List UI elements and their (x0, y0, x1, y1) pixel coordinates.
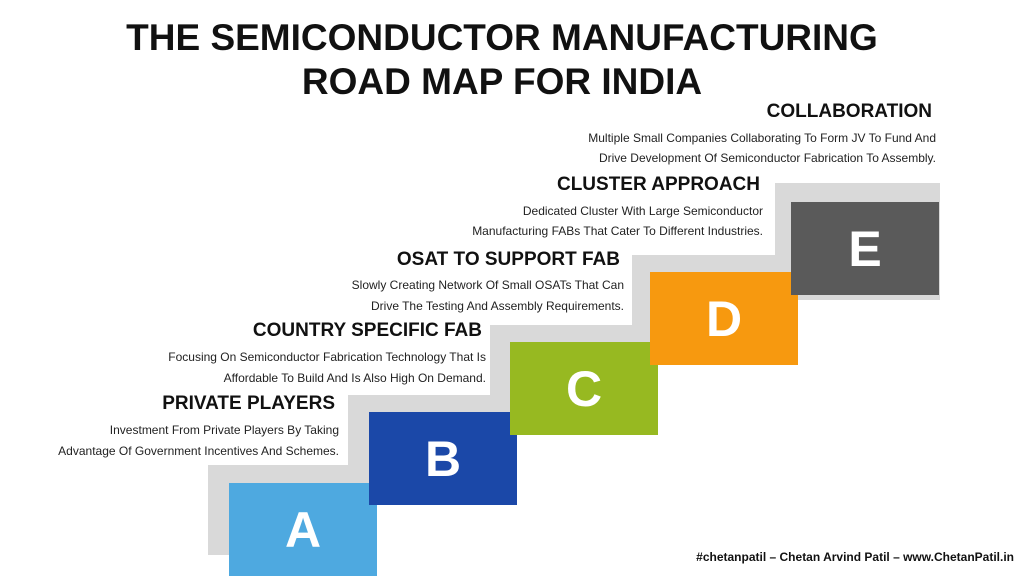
step-desc-a-2: Advantage Of Government Incentives And S… (58, 444, 339, 458)
step-desc-c-1: Slowly Creating Network Of Small OSATs T… (351, 278, 624, 292)
step-desc-e-2: Drive Development Of Semiconductor Fabri… (598, 151, 936, 165)
step-box-d: D (650, 272, 798, 365)
step-heading-d: CLUSTER APPROACH (556, 174, 760, 195)
step-heading-e: COLLABORATION (766, 101, 932, 122)
step-desc-e-1: Multiple Small Companies Collaborating T… (588, 131, 936, 145)
step-box-b: B (369, 412, 517, 505)
step-desc-d-1: Dedicated Cluster With Large Semiconduct… (522, 204, 763, 218)
step-heading-b: COUNTRY SPECIFIC FAB (252, 320, 482, 341)
step-letter: B (424, 430, 462, 487)
step-desc-b-1: Focusing On Semiconductor Fabrication Te… (168, 350, 486, 364)
title-line-2: ROAD MAP FOR INDIA (301, 61, 703, 102)
step-box-e: E (791, 202, 939, 295)
step-letter: D (705, 290, 743, 347)
step-letter: C (565, 360, 603, 417)
title-line-1: THE SEMICONDUCTOR MANUFACTURING (126, 17, 878, 58)
step-box-c: C (510, 342, 658, 435)
step-desc-d-2: Manufacturing FABs That Cater To Differe… (472, 224, 763, 238)
step-desc-c-2: Drive The Testing And Assembly Requireme… (370, 299, 624, 313)
step-desc-b-2: Affordable To Build And Is Also High On … (223, 371, 486, 385)
step-letter: E (848, 220, 882, 277)
footer-credit: #chetanpatil – Chetan Arvind Patil – www… (696, 550, 1014, 564)
step-heading-a: PRIVATE PLAYERS (162, 393, 335, 414)
step-desc-a-1: Investment From Private Players By Takin… (109, 423, 339, 437)
step-box-a: A (229, 483, 377, 576)
step-letter: A (284, 501, 322, 558)
step-heading-c: OSAT TO SUPPORT FAB (396, 249, 620, 270)
